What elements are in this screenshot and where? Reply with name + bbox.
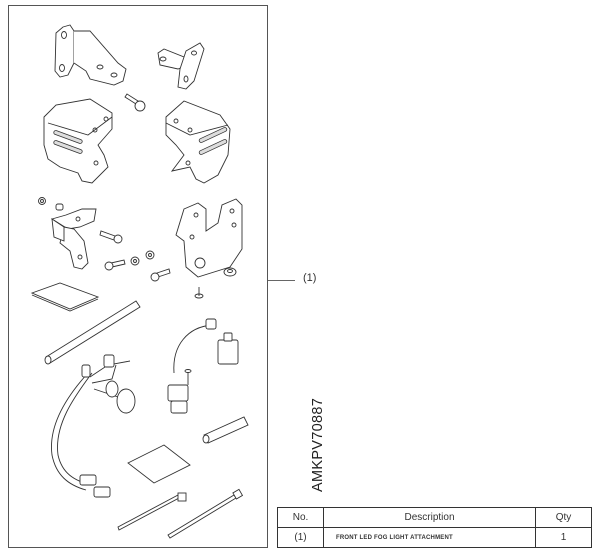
- parts-illustration-frame: [8, 5, 268, 548]
- bracket-right-upper: [157, 42, 205, 90]
- bracket-cover-left: [43, 98, 113, 184]
- cushion-sheet: [127, 444, 191, 484]
- grease-bottle: [217, 332, 239, 365]
- bolt: [150, 268, 171, 282]
- washer: [130, 256, 140, 266]
- collar: [55, 203, 64, 211]
- grommet: [223, 267, 237, 277]
- cell-description: FRONT LED FOG LIGHT ATTACHMENT: [323, 527, 536, 548]
- header-qty: Qty: [535, 507, 592, 528]
- bolt: [104, 259, 126, 271]
- screw: [194, 287, 204, 299]
- bracket-left-upper: [54, 24, 127, 86]
- table-header-row: No. Description Qty: [277, 507, 592, 528]
- bracket-left-lower: [50, 208, 97, 270]
- callout-leader-line: [268, 280, 295, 281]
- nut: [38, 197, 46, 205]
- nut: [145, 250, 155, 260]
- cable-tie: [167, 488, 244, 539]
- screw: [184, 369, 192, 385]
- bracket-cover-right: [165, 100, 231, 184]
- part-number: AMKPV70887: [310, 397, 326, 492]
- cushion-pad: [30, 282, 100, 312]
- table-row: (1) FRONT LED FOG LIGHT ATTACHMENT 1: [277, 527, 592, 548]
- parts-illustration: [30, 24, 249, 539]
- header-description: Description: [323, 507, 536, 528]
- header-no: No.: [277, 507, 324, 528]
- bolt: [124, 93, 146, 112]
- sub-harness: [167, 318, 217, 414]
- protector-tube: [202, 416, 249, 444]
- bolt: [99, 230, 123, 244]
- wire-harness: [51, 354, 136, 498]
- cell-no: (1): [277, 527, 324, 548]
- cable-tie-clip: [117, 492, 187, 531]
- callout-label: (1): [303, 272, 317, 284]
- bracket-right-lower: [175, 198, 243, 278]
- cell-qty: 1: [535, 527, 592, 548]
- parts-table: No. Description Qty (1) FRONT LED FOG LI…: [277, 507, 592, 548]
- tube: [44, 300, 141, 365]
